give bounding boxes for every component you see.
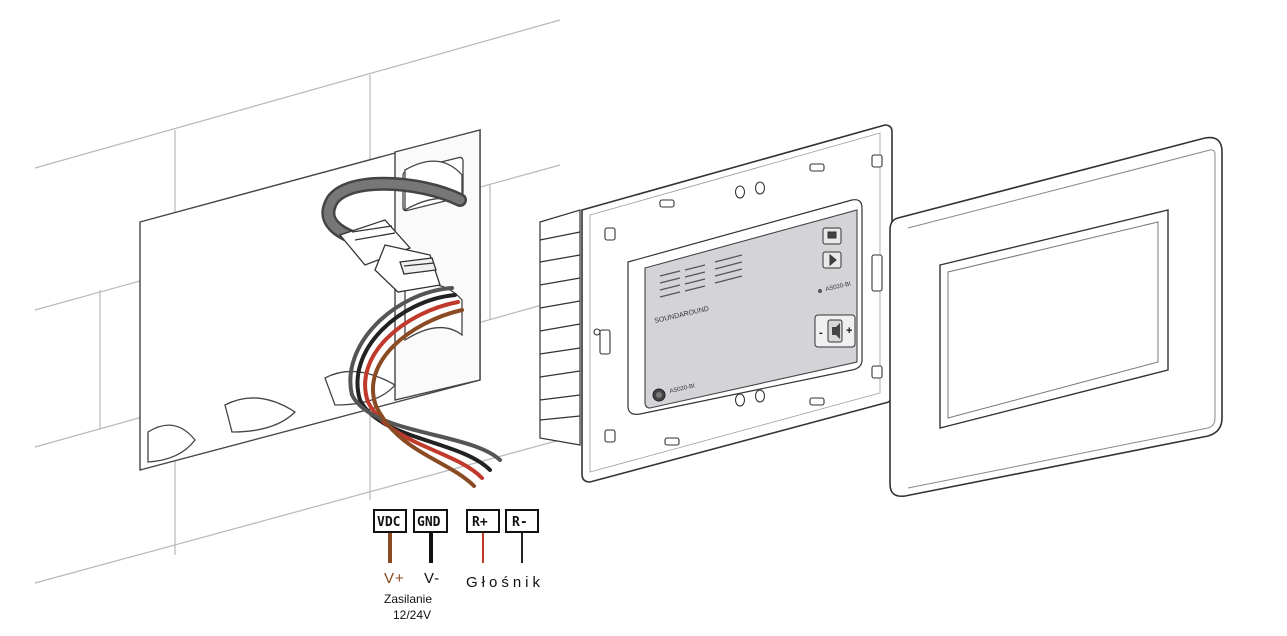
status-led-icon [818,289,822,293]
terminal-label-gnd: GND [417,515,441,530]
caption-power-line1: Zasilanie [384,592,432,606]
terminal-rminus: R- [505,509,539,563]
mounting-frame: SOUNDAROUND AS020-BI AS020-BI - + [539,124,893,483]
terminal-gnd: GND [413,509,448,563]
cover-frame [889,136,1223,498]
heat-sink [539,209,581,446]
vent-slots [659,254,743,298]
bluetooth-button[interactable] [822,251,842,269]
wire-bundle [348,286,502,488]
caption-speaker: Głośnik [466,574,544,591]
model-label-bottom: AS020-BI [669,383,696,395]
caption-v-plus: V+ [384,570,405,587]
volume-up-button[interactable]: + [846,325,852,337]
source-button[interactable] [822,227,842,245]
model-label: AS020-BI [825,281,852,293]
caption-v-minus: V- [424,570,440,587]
screw-holes [593,154,883,446]
terminal-vdc: VDC [373,509,407,563]
terminal-rplus: R+ [466,509,500,563]
volume-down-button[interactable]: - [819,327,823,339]
terminal-label-vdc: VDC [377,515,400,530]
rj45-plug [338,219,441,293]
terminal-label-rminus: R- [512,515,528,530]
volume-control[interactable] [814,314,856,348]
terminal-label-rplus: R+ [472,515,488,530]
caption-power-line2: 12/24V [393,608,431,622]
network-cable [321,176,467,293]
